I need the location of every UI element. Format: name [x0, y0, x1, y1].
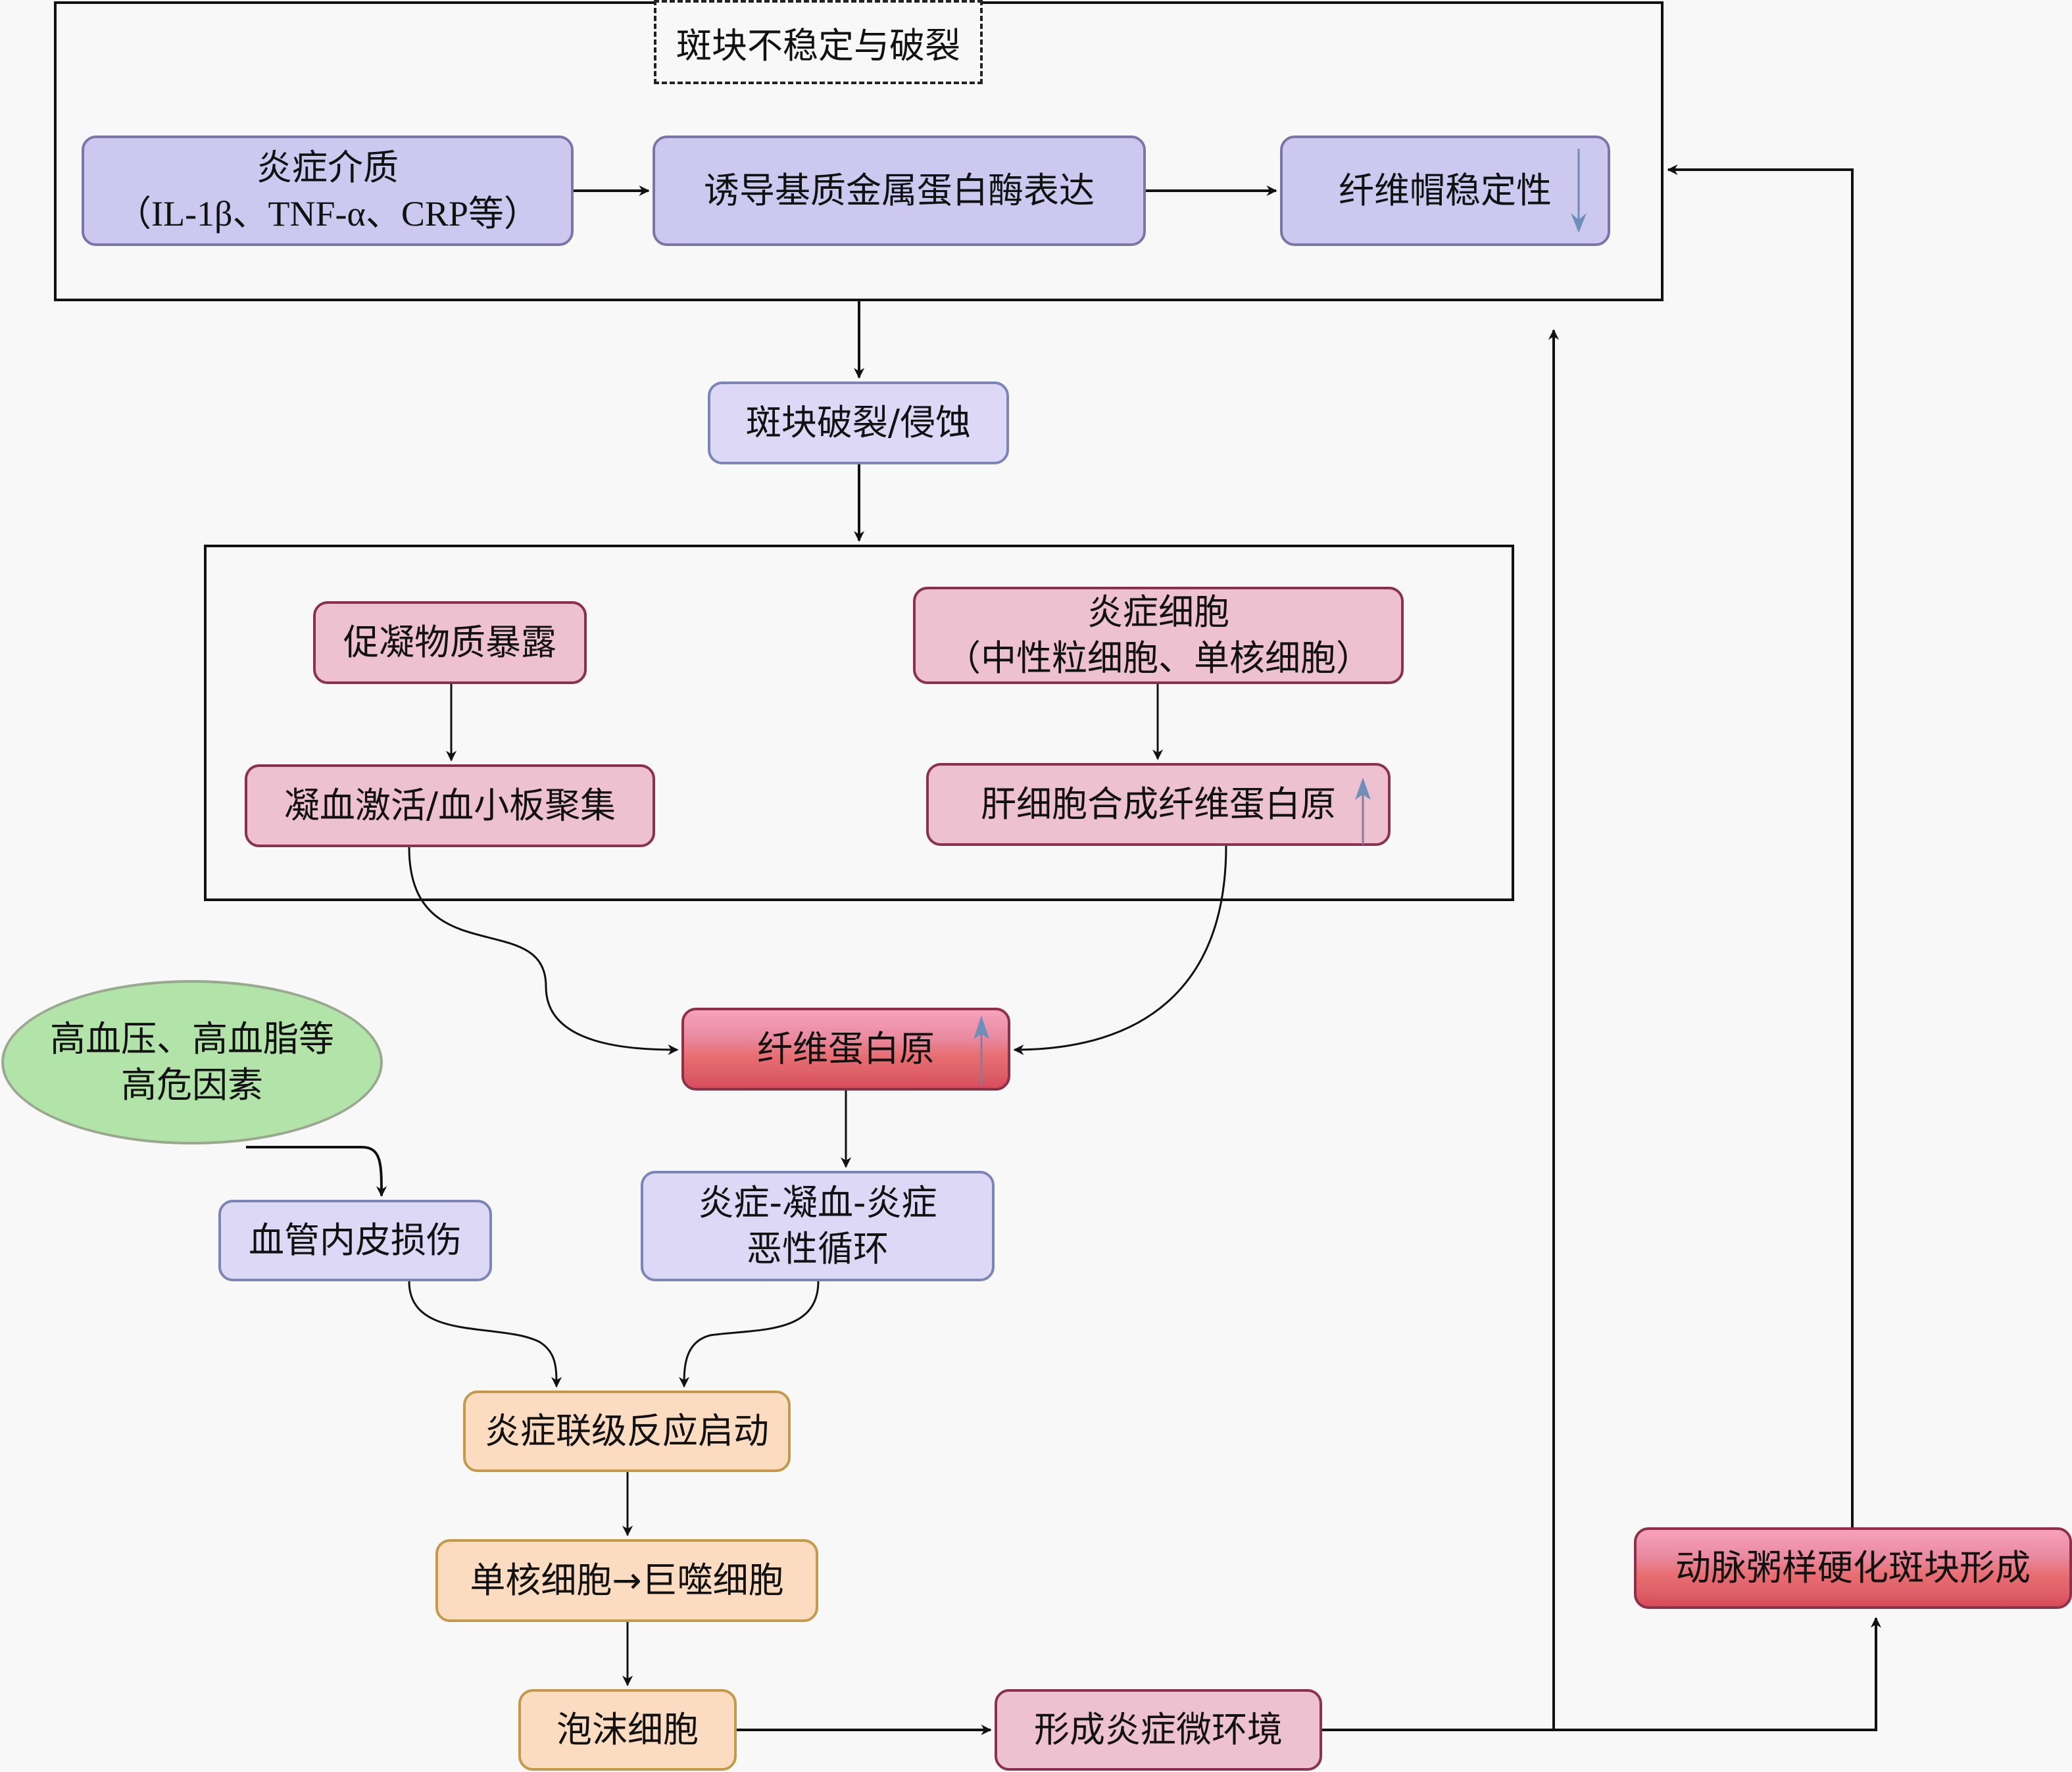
node-vicious-cycle[interactable]: 炎症-凝血-炎症 恶性循环: [641, 1171, 995, 1281]
node-plaque-formation-label: 动脉粥样硬化斑块形成: [1675, 1546, 2031, 1588]
node-fibrinogen[interactable]: 纤维蛋白原: [681, 1008, 1010, 1091]
node-vicious-cycle-subtitle: 恶性循环: [747, 1228, 889, 1269]
edge-risk-to-endothelial: [246, 1146, 387, 1197]
edge-microenv-to-plaque-formation: [1322, 1617, 1882, 1731]
node-mmp-expression[interactable]: 诱导基质金属蛋白酶表达: [653, 135, 1146, 246]
node-endothelial-injury-label: 血管内皮损伤: [249, 1219, 462, 1261]
node-plaque-formation[interactable]: 动脉粥样硬化斑块形成: [1634, 1527, 2072, 1609]
node-inflammatory-mediators[interactable]: 炎症介质 （IL-1β、TNF-α、CRP等）: [82, 135, 574, 246]
node-risk-factors[interactable]: 高血压、高血脂等 高危因素: [1, 980, 383, 1144]
node-monocyte-macrophage-label: 单核细胞→巨噬细胞: [470, 1559, 784, 1601]
node-hepatocyte-fibrinogen[interactable]: 肝细胞合成纤维蛋白原: [926, 763, 1391, 846]
node-foam-cells[interactable]: 泡沫细胞: [518, 1689, 737, 1771]
node-hepatocyte-fibrinogen-label: 肝细胞合成纤维蛋白原: [981, 783, 1336, 825]
node-cascade-start-label: 炎症联级反应启动: [485, 1410, 769, 1452]
node-inflammatory-cells-subtitle: （中性粒细胞、单核细胞）: [945, 637, 1371, 679]
node-coagulation-activation-label: 凝血激活/血小板聚集: [284, 784, 616, 826]
node-foam-cells-label: 泡沫细胞: [556, 1708, 699, 1750]
node-plaque-rupture[interactable]: 斑块破裂/侵蚀: [708, 381, 1009, 464]
node-inflammatory-cells[interactable]: 炎症细胞 （中性粒细胞、单核细胞）: [913, 587, 1404, 684]
node-fibrous-cap-stability[interactable]: 纤维帽稳定性: [1280, 135, 1610, 246]
node-risk-factors-title: 高血压、高血脂等: [50, 1018, 334, 1060]
node-fibrinogen-label: 纤维蛋白原: [757, 1027, 935, 1070]
node-procoagulant-exposure-label: 促凝物质暴露: [343, 621, 556, 663]
node-vicious-cycle-title: 炎症-凝血-炎症: [698, 1181, 937, 1223]
node-fibrous-cap-stability-label: 纤维帽稳定性: [1339, 169, 1552, 211]
node-inflammatory-mediators-subtitle: （IL-1β、TNF-α、CRP等）: [116, 194, 539, 234]
node-mmp-expression-label: 诱导基质金属蛋白酶表达: [704, 169, 1095, 211]
node-inflammatory-cells-title: 炎症细胞: [1087, 591, 1229, 633]
edge-plaque-formation-to-top-group: [1667, 164, 1854, 1527]
node-inflammatory-mediators-title: 炎症介质: [257, 146, 399, 188]
decrease-arrow-icon: [1571, 149, 1587, 233]
group-coagulation-inflammation: [204, 545, 1514, 901]
node-plaque-rupture-label: 斑块破裂/侵蚀: [745, 401, 972, 443]
edge-endothelial-to-cascade: [408, 1281, 562, 1388]
group-plaque-instability-title: 斑块不稳定与破裂: [654, 0, 983, 84]
edge-cycle-to-cascade: [678, 1281, 820, 1388]
node-micro-environment[interactable]: 形成炎症微环境: [995, 1689, 1322, 1771]
node-endothelial-injury[interactable]: 血管内皮损伤: [218, 1200, 492, 1281]
node-cascade-start[interactable]: 炎症联级反应启动: [463, 1391, 791, 1472]
increase-arrow-icon: [1355, 777, 1371, 845]
increase-arrow-icon: [974, 1016, 989, 1085]
node-procoagulant-exposure[interactable]: 促凝物质暴露: [313, 601, 587, 684]
node-micro-environment-label: 形成炎症微环境: [1034, 1708, 1283, 1750]
node-coagulation-activation[interactable]: 凝血激活/血小板聚集: [245, 764, 655, 847]
node-monocyte-macrophage[interactable]: 单核细胞→巨噬细胞: [435, 1539, 818, 1622]
node-risk-factors-subtitle: 高危因素: [121, 1064, 263, 1106]
